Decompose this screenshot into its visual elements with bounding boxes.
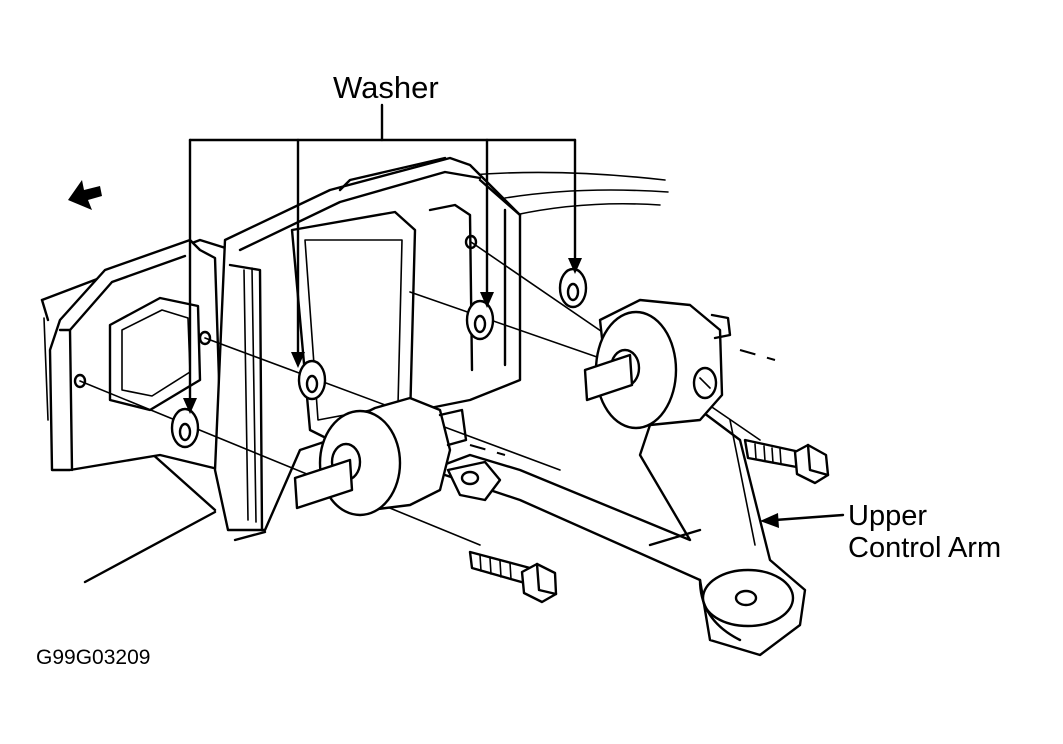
washer-callout-lines <box>183 103 582 414</box>
tower-bracket <box>198 156 522 542</box>
upper-control-arm-label: Upper Control Arm <box>848 500 1001 565</box>
fender-arcs <box>469 171 669 216</box>
washer-1 <box>170 407 200 449</box>
upper-control-arm-label-line2: Control Arm <box>848 532 1002 565</box>
upper-control-arm-label-line1: Upper <box>848 500 927 532</box>
washer-label: Washer <box>333 70 439 105</box>
rear-bolt <box>743 438 830 485</box>
rear-bushing <box>583 298 732 430</box>
front-direction-arrow-icon <box>68 180 102 210</box>
upper-control-arm <box>428 349 807 657</box>
control-arm-callout-line <box>760 513 845 528</box>
washer-2 <box>297 359 327 401</box>
figure-code: G99G03209 <box>36 646 151 669</box>
washer-3 <box>465 299 495 341</box>
front-bolt <box>468 550 558 604</box>
front-bushing <box>293 396 502 517</box>
washer-4 <box>558 267 588 309</box>
